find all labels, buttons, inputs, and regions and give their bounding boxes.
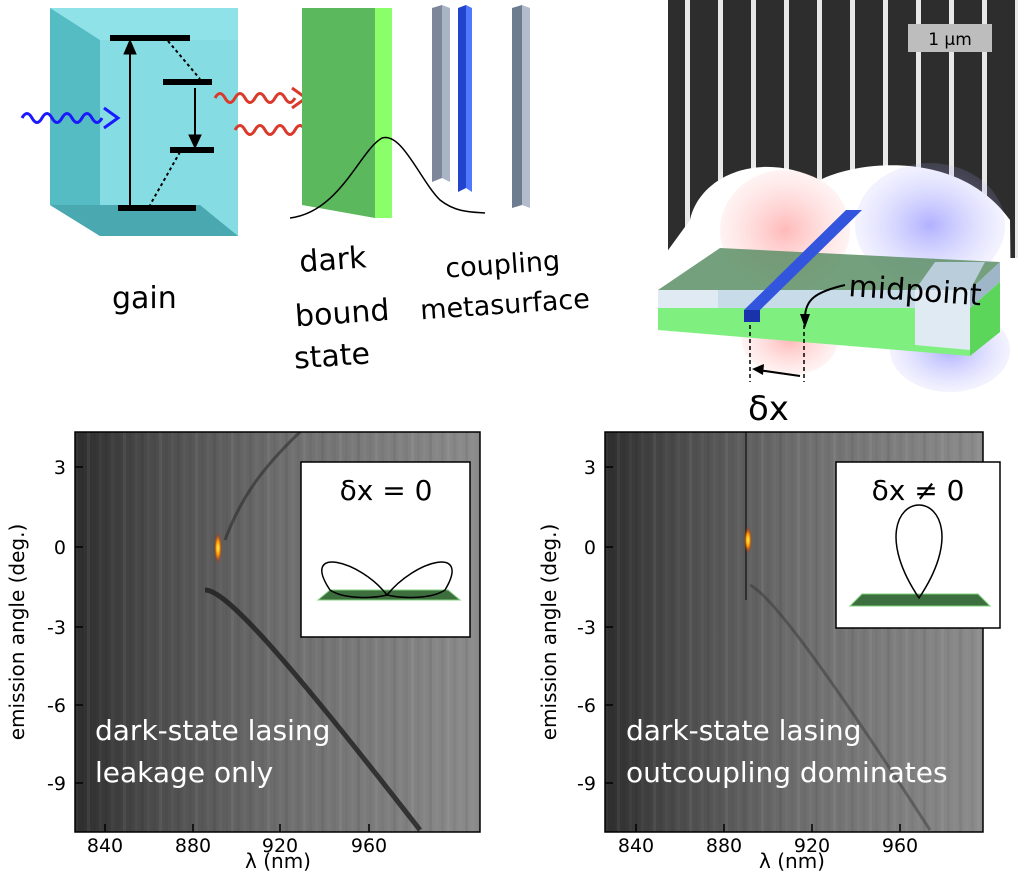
xtick-label: 880 [175, 835, 211, 857]
dx-indicator [749, 325, 805, 382]
map-stripe [105, 432, 108, 832]
inset-label: δx ≠ 0 [872, 474, 965, 507]
caption-left-line2: leakage only [95, 756, 273, 789]
caption-right-line2: outcoupling dominates [626, 756, 948, 789]
map-stripe [725, 432, 728, 832]
ylabel-right: emission angle (deg.) [537, 524, 561, 741]
map-stripe [249, 432, 252, 832]
ytick-label: -3 [577, 617, 596, 639]
map-stripe [671, 432, 674, 832]
axis-ticks: 3 3 0 0 -3 -3 -6 -6 -9 -9 840 840 880 880 920 920 960 960 [47, 457, 918, 857]
metasurface-bars [432, 5, 530, 208]
map-stripe [81, 432, 84, 832]
map-stripe [141, 432, 144, 832]
pump-wave-icon [20, 106, 121, 130]
ytick-label: -9 [577, 773, 596, 795]
map-stripe [611, 432, 614, 832]
map-stripe [471, 432, 474, 832]
map-stripe [273, 432, 276, 832]
map-stripe [279, 432, 282, 832]
dispersion-band [204, 587, 422, 832]
ytick-label: 0 [54, 537, 66, 559]
scale-bar-label: 1 µm [928, 30, 972, 50]
map-stripes [611, 432, 980, 832]
map-stripe [213, 432, 216, 832]
xtick-label: 960 [882, 835, 918, 857]
map-stripe [159, 432, 162, 832]
caption-left-line1: dark-state lasing [95, 714, 330, 747]
dispersion-band-upper [223, 432, 302, 541]
map-stripe [297, 432, 300, 832]
map-stripe [707, 432, 710, 832]
map-stripe [231, 432, 234, 832]
map-stripe [267, 432, 270, 832]
ytick-label: -6 [47, 695, 66, 717]
bound-state-mode-profile [289, 136, 486, 219]
map-stripe [887, 432, 890, 832]
lasing-spot [744, 526, 752, 554]
ytick-label: -9 [47, 773, 66, 795]
map-stripe [779, 432, 782, 832]
xtick-label: 960 [351, 835, 387, 857]
map-stripe [761, 432, 764, 832]
xtick-label: 920 [262, 835, 298, 857]
gain-block [50, 8, 238, 236]
coupling-metasurface-label: coupling metasurface [416, 244, 590, 327]
xtick-label: 840 [618, 835, 654, 857]
two-lobe-pattern [321, 561, 453, 599]
inset-right: δx ≠ 0 [835, 461, 1001, 629]
map-stripe [941, 432, 944, 832]
map-stripe [635, 432, 638, 832]
map-stripe [959, 432, 962, 832]
ytick-label: 0 [584, 537, 596, 559]
map-stripe [689, 432, 692, 832]
xlabel-left: λ (nm) [245, 849, 311, 873]
ytick-label: -3 [47, 617, 66, 639]
resonator-3d-model [650, 163, 1012, 395]
map-stripe [617, 432, 620, 832]
map-stripe [869, 432, 872, 832]
dark-bound-state-label: dark bound state [286, 238, 403, 376]
map-stripe [177, 432, 180, 832]
gain-label: gain [112, 281, 177, 316]
inset-label: δx = 0 [340, 474, 433, 507]
map-stripe [653, 432, 656, 832]
xtick-label: 880 [706, 835, 742, 857]
caption-right-line1: dark-state lasing [626, 714, 861, 747]
map-stripe [195, 432, 198, 832]
lasing-spot [214, 532, 222, 564]
map-stripe [797, 432, 800, 832]
map-stripe [923, 432, 926, 832]
energy-level-diagram [110, 35, 214, 211]
xlabel-right: λ (nm) [759, 849, 825, 873]
single-lobe-pattern [895, 504, 943, 600]
ytick-label: 3 [54, 457, 66, 479]
map-stripe [285, 432, 288, 832]
map-stripe [815, 432, 818, 832]
xtick-label: 840 [87, 835, 123, 857]
map-stripe [905, 432, 908, 832]
map-stripe [851, 432, 854, 832]
map-stripe [743, 432, 746, 832]
map-stripe [123, 432, 126, 832]
ylabel-left: emission angle (deg.) [5, 524, 29, 741]
ytick-label: -6 [577, 695, 596, 717]
ytick-label: 3 [584, 457, 596, 479]
scale-bar: 1 µm [908, 24, 992, 52]
inset-left: δx = 0 [300, 461, 471, 638]
map-stripe [87, 432, 90, 832]
xtick-label: 920 [794, 835, 830, 857]
map-stripe [833, 432, 836, 832]
dark-state-slab [302, 8, 392, 218]
dispersion-band [749, 583, 932, 831]
map-stripe [977, 432, 980, 832]
dx-label: δx [748, 389, 789, 429]
midpoint-arrow [800, 284, 846, 328]
map-stripe [291, 432, 294, 832]
